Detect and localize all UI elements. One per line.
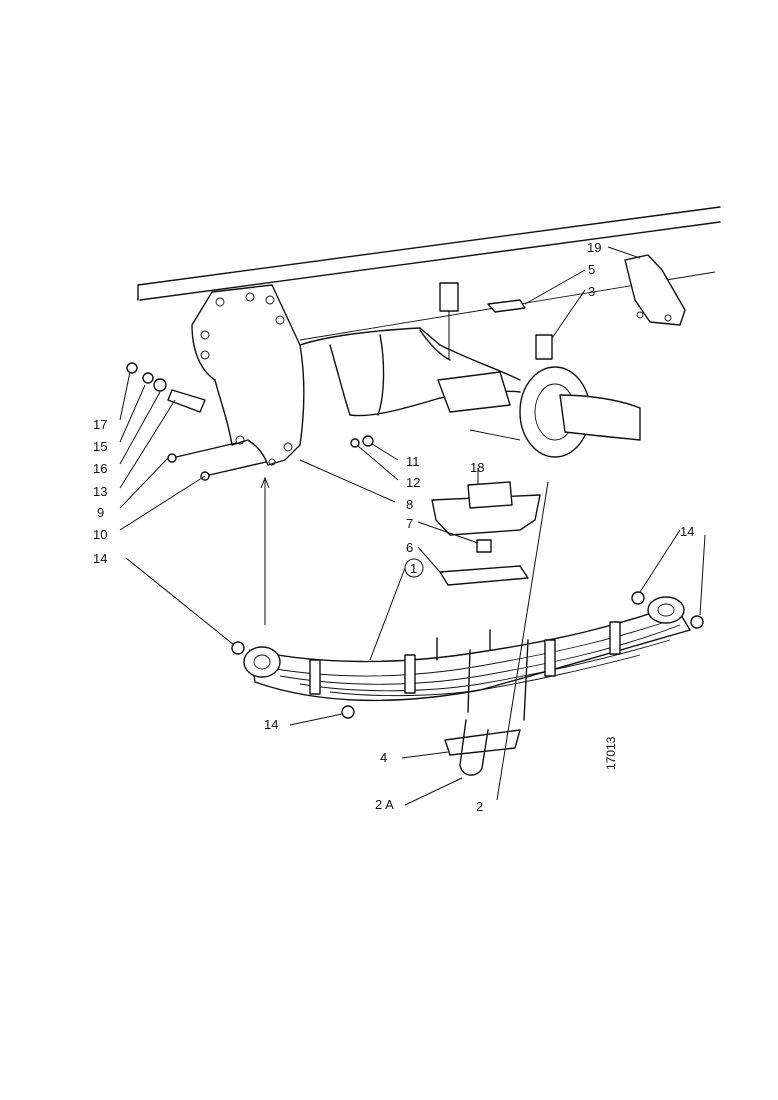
callout-12: 12	[406, 475, 420, 490]
callout-16: 16	[93, 461, 107, 476]
axle-seat	[437, 371, 511, 413]
bolt-10	[200, 461, 267, 481]
spring-hanger-bracket	[191, 284, 305, 466]
callout-14-left: 14	[93, 551, 107, 566]
callout-4: 4	[380, 750, 387, 765]
figure-reference-number: 17013	[604, 736, 618, 770]
shackle-pin	[126, 362, 206, 413]
callout-19: 19	[587, 240, 601, 255]
u-bolt-2	[436, 629, 529, 721]
callout-17: 17	[93, 417, 107, 432]
callout-9: 9	[97, 505, 104, 520]
callout-14-right: 14	[680, 524, 694, 539]
callout-14-bottom: 14	[264, 717, 278, 732]
centre-nut	[476, 539, 492, 553]
assembly-arrow	[260, 476, 270, 625]
callout-5: 5	[588, 262, 595, 277]
bump-stop-bracket	[624, 254, 686, 326]
callout-1: 1	[410, 561, 417, 576]
spacer-plate	[439, 565, 529, 586]
callout-2A: 2 A	[375, 797, 394, 812]
callout-1-circle	[404, 558, 424, 578]
callout-6: 6	[406, 540, 413, 555]
nut-top	[439, 282, 459, 360]
bolt-9	[167, 442, 237, 463]
callout-10: 10	[93, 527, 107, 542]
callout-13: 13	[93, 484, 107, 499]
callout-11: 11	[406, 454, 420, 469]
callout-2: 2	[476, 799, 483, 814]
callout-18: 18	[470, 460, 484, 475]
nut-11-12	[350, 435, 374, 448]
leader-lines	[119, 246, 706, 806]
axle-housing	[299, 327, 641, 458]
clip-5	[487, 299, 526, 313]
leaf-spring-assembly	[243, 596, 691, 702]
callout-3: 3	[588, 284, 595, 299]
callout-15: 15	[93, 439, 107, 454]
nut-3	[535, 334, 553, 360]
callout-7: 7	[406, 516, 413, 531]
u-bolt-2A	[444, 719, 521, 776]
spring-seat	[431, 481, 541, 536]
callout-labels: 19 5 3 17 15 16 13 9 10 11 12 8 18 7 6 1…	[93, 240, 694, 814]
callout-8: 8	[406, 497, 413, 512]
washers	[231, 591, 704, 719]
